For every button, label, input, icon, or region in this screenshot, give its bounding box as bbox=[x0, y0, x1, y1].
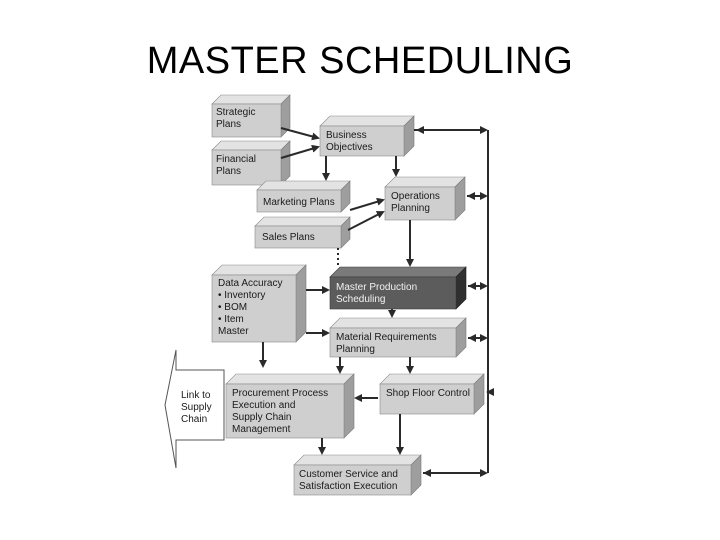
customer-line-1: Customer Service and bbox=[299, 469, 398, 480]
strategic-plans-box: Strategic Plans bbox=[211, 94, 291, 138]
financial-plans-box: Financial Plans bbox=[211, 140, 291, 186]
connector-arrows bbox=[259, 126, 494, 477]
link-to-supply-chain-arrow: Link to Supply Chain bbox=[164, 349, 225, 469]
link-line-2: Supply bbox=[181, 402, 212, 413]
shop-floor-line-1: Shop Floor Control bbox=[386, 388, 470, 399]
strategic-line-1: Strategic bbox=[216, 107, 255, 118]
link-line-1: Link to bbox=[181, 390, 211, 401]
material-requirements-planning-box: Material Requirements Planning bbox=[329, 317, 467, 358]
data-line-1: Data Accuracy bbox=[218, 278, 282, 289]
data-line-4: • Item bbox=[218, 314, 244, 325]
master-production-scheduling-box: Master Production Scheduling bbox=[329, 266, 467, 310]
mps-line-2: Scheduling bbox=[336, 294, 385, 305]
customer-service-box: Customer Service and Satisfaction Execut… bbox=[293, 454, 422, 496]
procurement-line-2: Execution and bbox=[232, 400, 295, 411]
mrp-line-2: Planning bbox=[336, 344, 375, 355]
business-objectives-box: Business Objectives bbox=[319, 115, 415, 157]
data-line-3: • BOM bbox=[218, 302, 247, 313]
procurement-line-4: Management bbox=[232, 424, 291, 435]
marketing-line-1: Marketing Plans bbox=[263, 197, 335, 208]
operations-line-1: Operations bbox=[391, 191, 440, 202]
financial-line-1: Financial bbox=[216, 154, 256, 165]
mps-line-1: Master Production bbox=[336, 282, 417, 293]
sales-plans-box: Sales Plans bbox=[254, 216, 351, 249]
data-accuracy-box: Data Accuracy • Inventory • BOM • Item M… bbox=[211, 264, 307, 343]
operations-line-2: Planning bbox=[391, 203, 430, 214]
procurement-process-box: Procurement Process Execution and Supply… bbox=[225, 373, 355, 439]
business-line-1: Business bbox=[326, 130, 367, 141]
page-title: MASTER SCHEDULING bbox=[146, 40, 574, 82]
operations-planning-box: Operations Planning bbox=[384, 176, 466, 221]
sales-line-1: Sales Plans bbox=[262, 232, 315, 243]
strategic-line-2: Plans bbox=[216, 119, 241, 130]
shop-floor-control-box: Shop Floor Control bbox=[379, 373, 485, 415]
data-line-2: • Inventory bbox=[218, 290, 265, 301]
customer-line-2: Satisfaction Execution bbox=[299, 481, 397, 492]
procurement-line-1: Procurement Process bbox=[232, 388, 328, 399]
link-line-3: Chain bbox=[181, 414, 207, 425]
data-line-5: Master bbox=[218, 326, 249, 337]
marketing-plans-box: Marketing Plans bbox=[256, 180, 351, 213]
procurement-line-3: Supply Chain bbox=[232, 412, 291, 423]
financial-line-2: Plans bbox=[216, 166, 241, 177]
mrp-line-1: Material Requirements bbox=[336, 332, 437, 343]
business-line-2: Objectives bbox=[326, 142, 373, 153]
